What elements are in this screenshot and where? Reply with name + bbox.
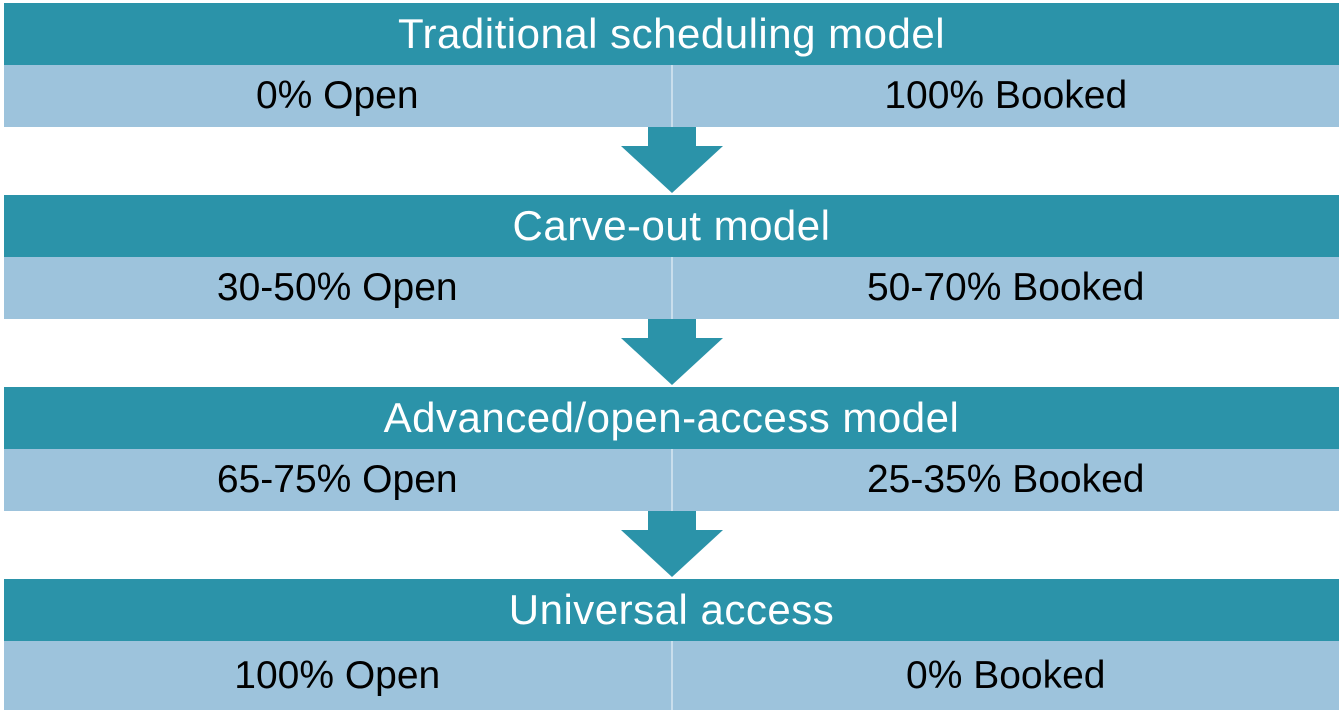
booked-value: 0% Booked xyxy=(906,653,1106,697)
arrow-head xyxy=(620,530,723,577)
arrow-head xyxy=(620,338,723,385)
stage-advanced-open-access: Advanced/open-access model 65-75% Open 2… xyxy=(4,387,1339,511)
stage-title: Carve-out model xyxy=(512,202,831,249)
stage-title: Advanced/open-access model xyxy=(383,394,960,441)
stage-header: Traditional scheduling model xyxy=(4,3,1339,65)
cell-divider xyxy=(670,641,673,710)
arrow-stem xyxy=(647,127,696,146)
open-value: 65-75% Open xyxy=(216,458,458,501)
open-cell: 0% Open xyxy=(4,65,671,127)
booked-cell: 50-70% Booked xyxy=(673,257,1340,319)
stage-title: Traditional scheduling model xyxy=(397,10,946,57)
arrow-gap xyxy=(4,127,1339,195)
arrow-stem xyxy=(647,319,696,338)
stage-header: Advanced/open-access model xyxy=(4,387,1339,449)
stage-cells: 30-50% Open 50-70% Booked xyxy=(4,257,1339,319)
booked-cell: 0% Booked xyxy=(673,641,1340,710)
booked-cell: 25-35% Booked xyxy=(673,449,1340,511)
cell-divider xyxy=(670,65,673,127)
arrow-gap xyxy=(4,319,1339,387)
cell-divider xyxy=(670,449,673,511)
down-arrow-icon xyxy=(620,127,723,193)
booked-cell: 100% Booked xyxy=(673,65,1340,127)
stage-cells: 100% Open 0% Booked xyxy=(4,641,1339,710)
cell-divider xyxy=(670,257,673,319)
open-cell: 65-75% Open xyxy=(4,449,671,511)
booked-value: 25-35% Booked xyxy=(866,458,1145,501)
open-cell: 100% Open xyxy=(4,641,671,710)
arrow-stem xyxy=(647,511,696,530)
down-arrow-icon xyxy=(620,319,723,385)
stage-header: Carve-out model xyxy=(4,195,1339,257)
open-value: 0% Open xyxy=(255,74,419,117)
booked-value: 50-70% Booked xyxy=(866,266,1145,309)
stage-traditional: Traditional scheduling model 0% Open 100… xyxy=(4,3,1339,127)
stage-carve-out: Carve-out model 30-50% Open 50-70% Booke… xyxy=(4,195,1339,319)
open-value: 30-50% Open xyxy=(216,266,458,309)
down-arrow-icon xyxy=(620,511,723,577)
stage-cells: 65-75% Open 25-35% Booked xyxy=(4,449,1339,511)
open-value: 100% Open xyxy=(234,653,441,697)
stage-universal-access: Universal access 100% Open 0% Booked xyxy=(4,579,1339,710)
arrow-head xyxy=(620,146,723,193)
arrow-gap xyxy=(4,511,1339,579)
stage-cells: 0% Open 100% Booked xyxy=(4,65,1339,127)
stage-title: Universal access xyxy=(508,586,835,633)
booked-value: 100% Booked xyxy=(884,74,1128,117)
open-cell: 30-50% Open xyxy=(4,257,671,319)
stage-header: Universal access xyxy=(4,579,1339,641)
